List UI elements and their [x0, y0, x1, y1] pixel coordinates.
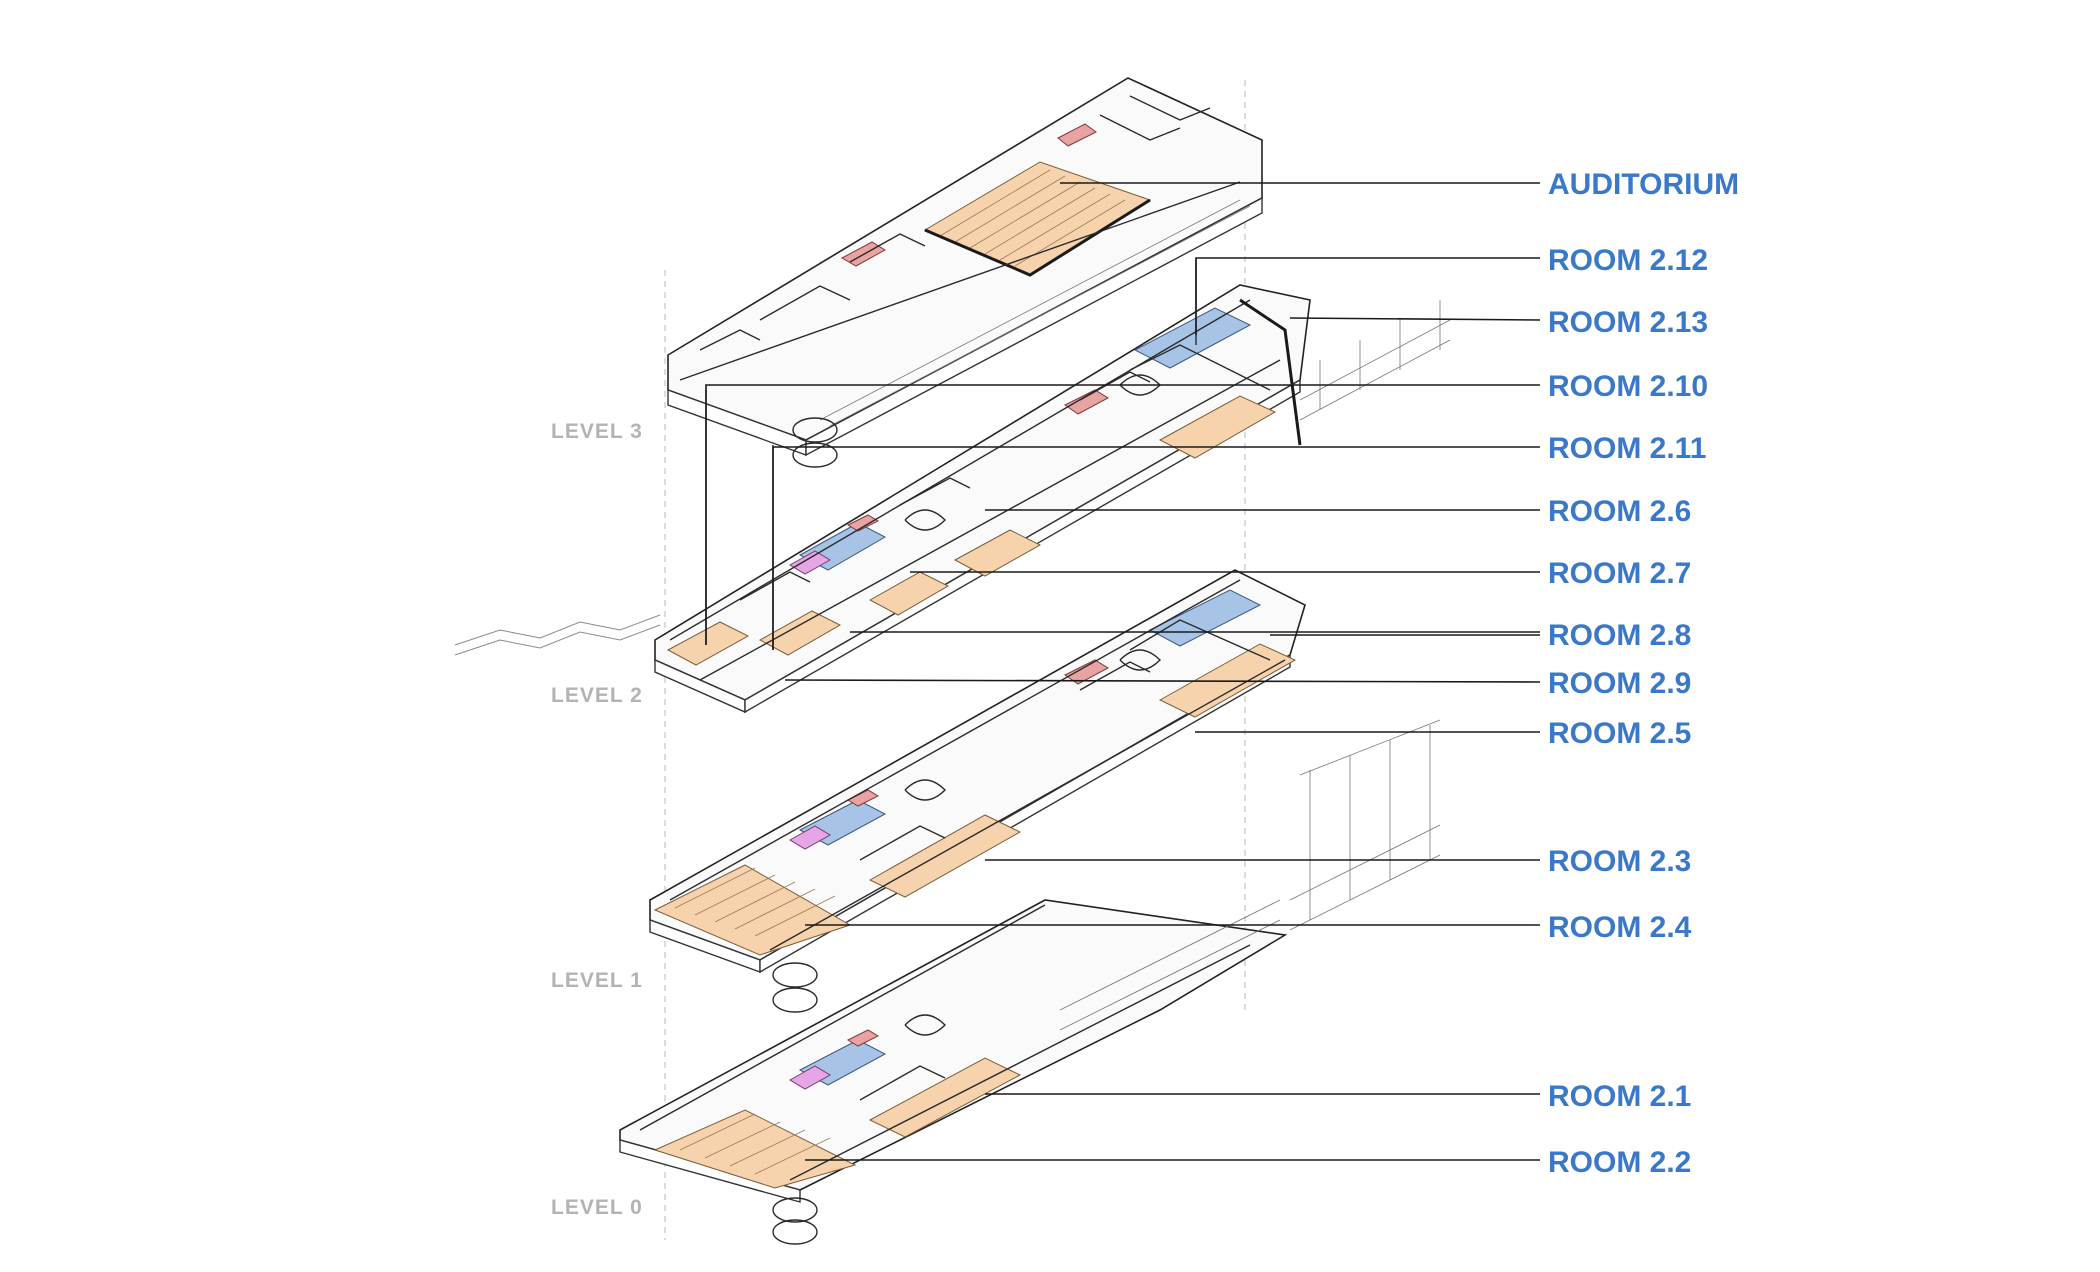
label-room-2-12: ROOM 2.12: [1548, 244, 1708, 277]
floor-level-2: [454, 284, 1451, 714]
level-2-right-facade: [1299, 300, 1451, 421]
leader-lines: [705, 182, 1541, 1161]
label-level-3: LEVEL 3: [551, 420, 643, 443]
label-room-2-1: ROOM 2.1: [1548, 1080, 1691, 1113]
label-room-2-9: ROOM 2.9: [1548, 667, 1691, 700]
label-room-2-3: ROOM 2.3: [1548, 845, 1691, 878]
label-level-2: LEVEL 2: [551, 684, 643, 707]
floor-level-3: [667, 77, 1263, 468]
level-0-walls: [639, 904, 1251, 1181]
label-room-2-4: ROOM 2.4: [1548, 911, 1692, 944]
level-2-walls: [669, 299, 1281, 681]
floor-level-0: [619, 899, 1288, 1245]
level-3-walls: [679, 95, 1241, 381]
label-room-2-7: ROOM 2.7: [1548, 557, 1691, 590]
level-labels: LEVEL 3 LEVEL 2 LEVEL 1 LEVEL 0: [551, 420, 643, 1219]
label-room-2-6: ROOM 2.6: [1548, 495, 1691, 528]
label-level-0: LEVEL 0: [551, 1196, 643, 1219]
level-1-right-facade: [1289, 719, 1441, 931]
room-2-2-seat-rows: [679, 1113, 831, 1175]
label-room-2-8: ROOM 2.8: [1548, 619, 1691, 652]
alignment-guides: [664, 80, 1246, 1240]
label-level-1: LEVEL 1: [551, 969, 643, 992]
label-room-2-2: ROOM 2.2: [1548, 1146, 1691, 1179]
level-3-facade: [819, 199, 1251, 427]
room-2-4-seat-rows: [674, 867, 836, 937]
label-room-2-11: ROOM 2.11: [1548, 432, 1706, 465]
level-0-facade: [1059, 899, 1281, 1031]
label-room-2-10: ROOM 2.10: [1548, 370, 1708, 403]
label-auditorium: AUDITORIUM: [1548, 168, 1739, 201]
room-labels: AUDITORIUM ROOM 2.12 ROOM 2.13 ROOM 2.10…: [1548, 168, 1739, 1179]
label-room-2-5: ROOM 2.5: [1548, 717, 1691, 750]
level-1-walls: [669, 579, 1286, 951]
label-room-2-13: ROOM 2.13: [1548, 306, 1708, 339]
